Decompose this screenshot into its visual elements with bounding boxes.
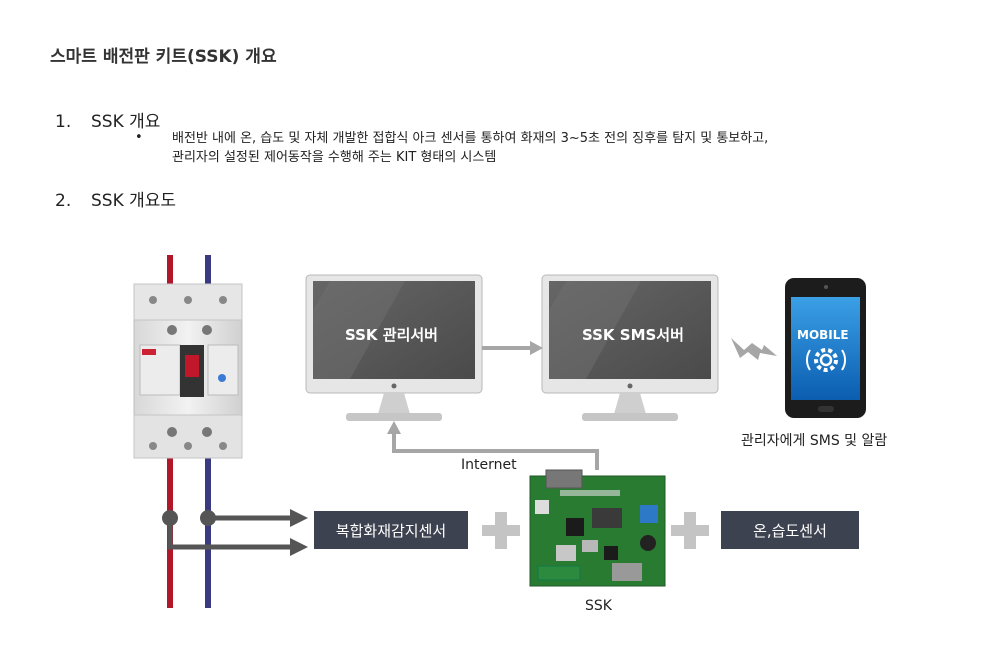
temp-humidity-sensor-box: 온,습도센서	[721, 511, 859, 549]
management-server-monitor	[305, 274, 483, 421]
combined-fire-sensor-box: 복합화재감지센서	[314, 511, 468, 549]
gear-icon	[805, 348, 847, 372]
section-1-title: SSK 개요	[91, 112, 161, 132]
ssk-label: SSK	[585, 598, 612, 614]
section-1-number: 1.	[55, 112, 72, 132]
section-2-title: SSK 개요도	[91, 191, 177, 211]
sms-server-monitor	[541, 274, 719, 421]
section-2-number: 2.	[55, 191, 72, 211]
bullet-line-2: 관리자의 설정된 제어동작을 수행해 주는 KIT 형태의 시스템	[172, 150, 497, 165]
sms-server-label: SSK SMS서버	[582, 326, 684, 344]
bullet-text: 배전반 내에 온, 습도 및 자체 개발한 접합식 아크 센서를 통하여 화재의…	[172, 129, 972, 167]
management-server-label: SSK 관리서버	[345, 326, 438, 344]
circuit-breaker	[133, 283, 243, 459]
internet-connection-line	[392, 433, 599, 470]
mobile-label: MOBILE	[797, 328, 849, 342]
wireless-arrow-icon	[731, 338, 777, 360]
ssk-board	[529, 469, 666, 587]
arrow-to-sensor-1	[290, 509, 308, 527]
plus-icon-right	[671, 512, 709, 549]
section-1-heading: 1. SSK 개요	[55, 107, 160, 132]
mobile-phone	[785, 278, 866, 418]
section-2-heading: 2. SSK 개요도	[55, 186, 176, 211]
bullet-marker: •	[135, 130, 143, 145]
arrow-to-sensor-2	[290, 538, 308, 556]
plus-icon-left	[482, 512, 520, 549]
internet-label: Internet	[461, 457, 517, 473]
page-title: 스마트 배전판 키트(SSK) 개요	[50, 47, 277, 67]
phone-caption: 관리자에게 SMS 및 알람	[741, 433, 888, 449]
bullet-line-1: 배전반 내에 온, 습도 및 자체 개발한 접합식 아크 센서를 통하여 화재의…	[172, 131, 769, 146]
